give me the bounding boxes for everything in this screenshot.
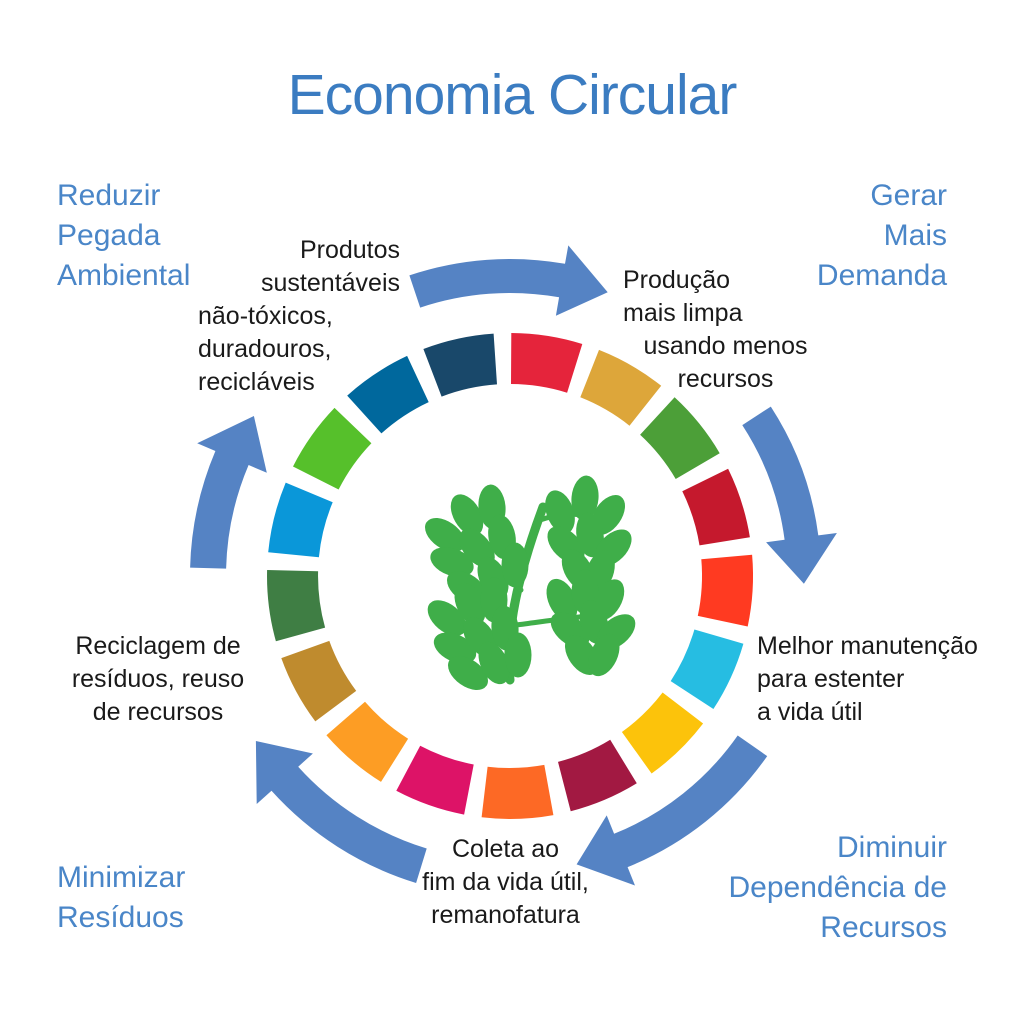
ring-segment-1 xyxy=(511,333,583,393)
label-minimizar-residuos: Minimizar Resíduos xyxy=(57,858,185,938)
cycle-arrows xyxy=(190,245,837,886)
ring-segment-9 xyxy=(481,764,554,819)
plant-leaf xyxy=(571,475,599,521)
annotation-line: sustentáveis xyxy=(261,269,400,297)
page-title: Economia Circular xyxy=(287,63,738,127)
ring-segment-11 xyxy=(326,701,409,782)
annotation-line: Reciclagem de xyxy=(75,632,241,660)
annotation-line: Melhor manutenção xyxy=(757,632,978,660)
ring-segment-12 xyxy=(281,640,357,722)
ring-segment-6 xyxy=(670,629,744,709)
plant-leaf xyxy=(504,632,532,678)
plant-leaf xyxy=(576,512,604,558)
annotation-line: resíduos, reuso xyxy=(71,665,245,693)
annotation-line: não-tóxicos, xyxy=(198,302,333,330)
plant-leaf xyxy=(425,518,465,552)
plant-leaf xyxy=(427,600,467,636)
ring-segment-16 xyxy=(347,355,429,434)
annotation-waste-recycling: Reciclagem de resíduos, reuso de recurso… xyxy=(58,630,258,729)
arrow-bottom-right-to-left xyxy=(576,735,768,886)
ring-segment-10 xyxy=(396,745,474,815)
label-line: Gerar xyxy=(870,179,947,212)
label-line: Ambiental xyxy=(57,259,191,292)
plant-leaf xyxy=(545,490,575,534)
annotation-line: mais limpa xyxy=(623,299,743,327)
ring-segment-5 xyxy=(697,554,754,627)
ring-segment-4 xyxy=(682,468,750,546)
arrow-bottom-left-up xyxy=(255,741,427,883)
label-line: Recursos xyxy=(820,911,947,944)
ring-segment-2 xyxy=(580,349,662,426)
label-line: Mais xyxy=(883,219,947,252)
label-line: Dependência de xyxy=(728,871,947,904)
label-gerar-mais-demanda: Gerar Mais Demanda xyxy=(817,176,947,296)
annotation-line: duradouros, xyxy=(198,335,332,363)
plant-leaf xyxy=(588,633,620,677)
plant-leaf xyxy=(430,547,474,577)
green-sprig-icon xyxy=(425,475,636,690)
ring-segment-8 xyxy=(558,739,637,812)
label-reduzir-pegada-ambiental: Reduzir Pegada Ambiental xyxy=(57,176,190,296)
ring-segment-13 xyxy=(267,570,326,642)
arrow-left-up xyxy=(190,416,267,569)
annotation-line: recursos xyxy=(677,365,774,393)
ring-segment-14 xyxy=(268,482,333,558)
sdg-color-ring xyxy=(267,333,754,819)
plant-leaf xyxy=(450,494,484,536)
label-line: Minimizar xyxy=(57,861,186,894)
arrow-right-down xyxy=(742,406,837,584)
annotation-end-of-life-collection: Coleta ao fim da vida útil, remanofatura xyxy=(398,833,613,932)
annotation-line: Produção xyxy=(623,266,731,294)
annotation-line: de recursos xyxy=(92,698,224,726)
annotation-line: fim da vida útil, xyxy=(422,868,589,896)
plant-leaf xyxy=(546,578,578,622)
plant-leaf xyxy=(478,641,510,685)
plant-leaf xyxy=(501,542,529,588)
label-line: Diminuir xyxy=(836,831,947,864)
annotation-line: remanofatura xyxy=(431,901,580,929)
label-line: Demanda xyxy=(816,259,947,292)
annotation-line: a vida útil xyxy=(757,698,863,726)
annotation-line: para estenter xyxy=(757,665,905,693)
plant-leaf xyxy=(454,582,486,626)
ring-segment-3 xyxy=(640,397,720,479)
annotation-line: usando menos xyxy=(643,332,808,360)
annotation-line: Coleta ao xyxy=(451,835,560,863)
plant-leaf xyxy=(448,656,488,690)
plant-leaf xyxy=(433,632,477,664)
label-line: Pegada xyxy=(57,219,161,252)
label-line: Resíduos xyxy=(57,901,184,934)
annotation-cleaner-production: Produção mais limpa usando menos recurso… xyxy=(623,264,828,396)
annotation-line: Produtos xyxy=(299,236,400,264)
ring-segment-15 xyxy=(293,407,372,490)
label-diminuir-dependencia: Diminuir Dependência de Recursos xyxy=(728,828,947,948)
annotation-line: recicláveis xyxy=(198,368,315,396)
ring-segment-7 xyxy=(621,692,704,774)
label-line: Reduzir xyxy=(57,179,161,212)
annotation-better-maintenance: Melhor manutenção para estenter a vida ú… xyxy=(757,630,1007,729)
annotation-sustainable-products: Produtos sustentáveis não-tóxicos, durad… xyxy=(198,234,400,399)
arrow-top-clockwise xyxy=(409,245,608,316)
ring-segment-17 xyxy=(423,333,497,397)
